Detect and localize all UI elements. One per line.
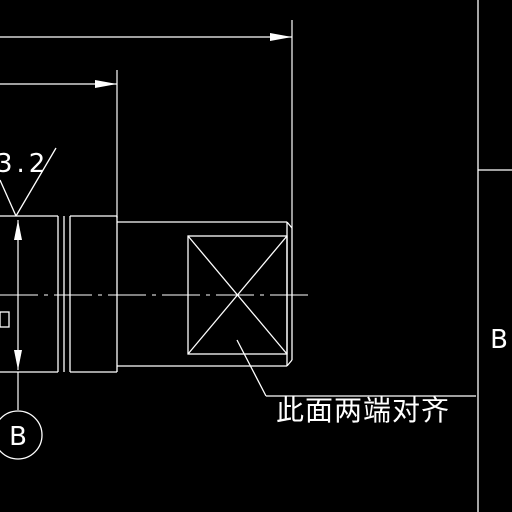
- chamfer-bottom: [286, 359, 293, 367]
- dimension-lines: [0, 20, 293, 228]
- chamfer-top: [286, 221, 293, 229]
- note-leader: [236, 339, 476, 397]
- note-leader-line: [236, 339, 267, 397]
- roughness-right-leg: [15, 147, 57, 217]
- arrow-upper-right: [270, 33, 292, 41]
- leader-note: 此面两端对齐: [276, 394, 450, 427]
- section-label-right: B: [490, 325, 508, 355]
- arrow-lower-right: [95, 80, 117, 88]
- frame-lines: [477, 0, 512, 512]
- roughness-value: 3.2: [0, 149, 49, 179]
- small-feature-square: [0, 311, 10, 328]
- roughness-symbol: [0, 147, 57, 217]
- roughness-left-leg: [0, 179, 17, 217]
- section-callout-circle: [0, 410, 43, 460]
- section-label-left: B: [9, 422, 27, 452]
